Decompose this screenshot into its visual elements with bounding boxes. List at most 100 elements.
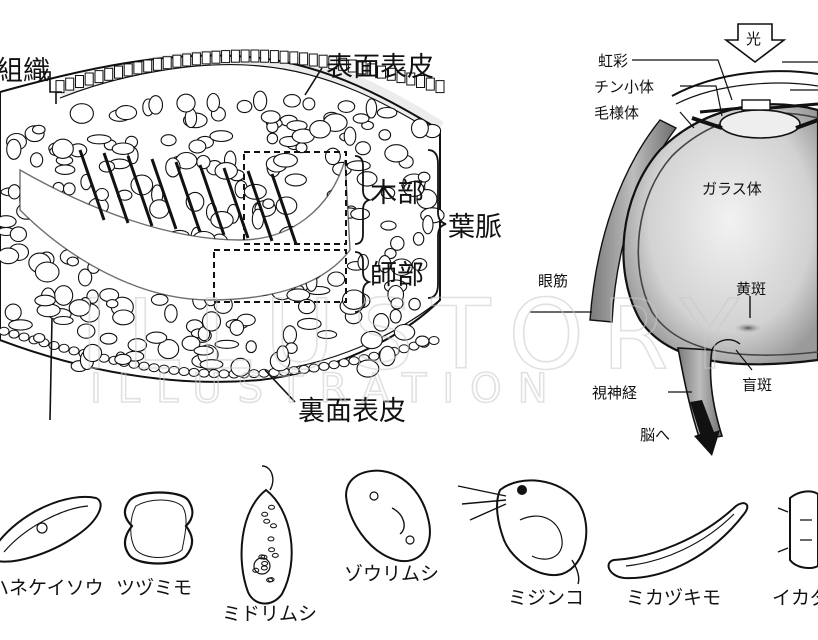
mesophyll-cell [150,293,169,306]
pupil [741,99,771,111]
mesophyll-cell [53,285,74,306]
lens [719,109,801,139]
mesophyll-cell [214,339,240,349]
optic-nerve-label: 視神経 [592,384,637,402]
organism-label-ikadamo: イカダ [772,587,818,609]
epidermis-cells [55,49,445,94]
mesophyll-cell [0,215,17,229]
mesophyll-cell [302,97,316,111]
mesophyll-cell [403,181,425,197]
upper-epidermis-label: 表面表皮 [326,52,434,83]
mesophyll-cell [8,319,33,331]
lower-epidermis-cell [48,341,60,350]
mesophyll-cell [69,103,94,124]
mesophyll-cell [389,308,402,324]
mesophyll-cell [53,315,74,326]
mesophyll-cell [157,339,180,360]
stoma-leader [49,317,53,421]
mesophyll-cell [77,268,93,287]
cornea [671,70,818,97]
mesophyll-cell [0,247,20,265]
lower-epidermis-cell [18,332,30,342]
mesophyll-cell [114,353,132,366]
mesophyll-cell [4,303,22,322]
epidermis-cell [260,49,270,63]
chloroplast [261,561,269,566]
lower-epidermis-cell [8,329,20,339]
eye-cross-section: 光 虹彩 チン小体 毛様体 ガラス体 眼筋 黄斑 視神経 [530,23,818,456]
mesophyll-cell [417,171,431,183]
mesophyll-cell [365,98,378,119]
epidermis-cell [240,49,250,63]
vein-label: 葉脈 [448,212,502,243]
xylem-vessel [78,149,106,221]
mesophyll-cell [9,226,28,243]
mesophyll-cell [145,331,168,344]
epidermis-cell [143,59,153,73]
light-label: 光 [746,30,761,48]
organism-mikazukimo [607,502,749,580]
mesophyll-cell [352,113,370,124]
mesophyll-cell [230,357,251,377]
mesophyll-cell [378,255,392,274]
mesophyll-cell [422,215,434,235]
mesophyll-cell [31,124,46,135]
xylem-vessel [102,152,130,224]
chloroplast [271,552,279,558]
eye-muscle [589,119,678,323]
mesophyll-cell [380,186,396,200]
lower-epidermis-cell [68,346,80,356]
mesophyll-cell [390,297,404,310]
mesophyll-cell [260,110,281,124]
xylem-vessel [246,170,274,242]
epidermis-cell [289,51,299,65]
chloroplast [261,511,269,517]
epidermis-cell [94,70,104,84]
xylem-label: 木部 [370,178,424,209]
organism-label-zourimushi: ゾウリムシ [344,563,439,585]
mesophyll-cell [193,345,214,356]
epidermis-cell [123,63,133,77]
ciliary-body [691,116,818,130]
mesophyll-cell [51,138,74,159]
mesophyll-cell [343,126,357,146]
organism-mijinko [457,479,588,585]
mesophyll-cell [372,313,390,332]
mesophyll-cell [164,304,178,323]
epidermis-cell [172,54,182,68]
epidermis-cell [104,67,114,81]
mesophyll-cell [188,139,207,154]
mesophyll-cell [68,299,91,317]
xylem-vessel [270,173,298,245]
mesophyll-cell [384,144,409,163]
tissue-leader [40,71,62,104]
eye-muscle-label: 眼筋 [538,272,568,290]
mesophyll-cell [229,319,245,336]
epidermis-cell [250,49,260,63]
mesophyll-cell [86,134,112,145]
xylem-vessel [198,164,226,236]
mesophyll-cell [408,297,421,311]
watermark-line1: ILLUSTORY [80,279,757,391]
epidermis-cell [221,50,231,64]
chloroplast [267,577,275,583]
xylem-strands [78,149,298,245]
mesophyll-cell [296,317,322,330]
epidermis-cell [425,77,435,91]
organism-tsuzumimo [123,491,194,565]
mesophyll-cell [350,207,371,221]
xylem-bracket [354,155,372,245]
mesophyll-cell [412,232,425,246]
epidermis-cell [416,75,425,88]
lower-epidermis-label: 裏面表皮 [298,396,406,427]
mesophyll-cell [245,340,257,354]
euglena-chloroplasts [252,504,279,583]
epidermis-cell [269,50,279,64]
epidermis-cell [377,65,386,79]
mesophyll-cell [262,198,275,210]
mesophyll-cell [7,184,21,200]
mesophyll-cell [99,332,118,345]
mesophyll-cell [360,330,383,350]
chloroplast [268,504,275,510]
